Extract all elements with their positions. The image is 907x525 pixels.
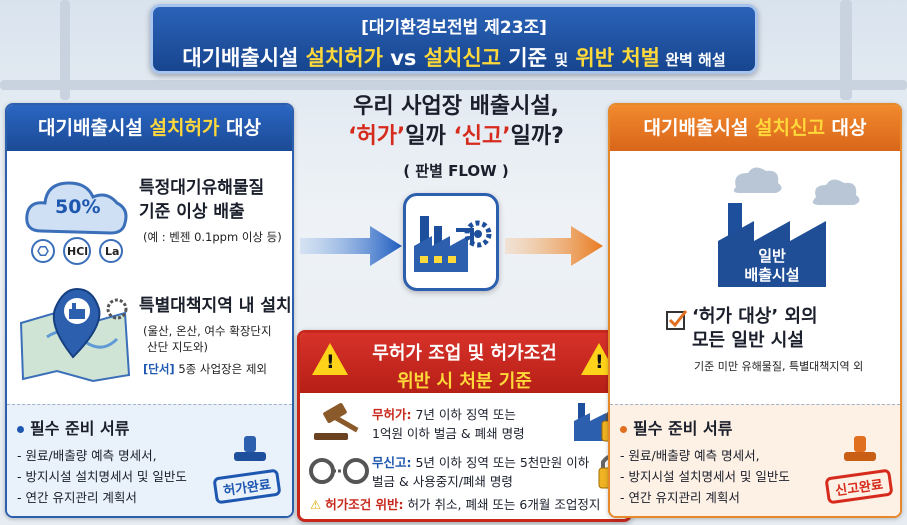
cloud-percent: 50% (55, 196, 101, 218)
page-header: [대기환경보전법 제23조] 대기배출시설 설치허가 vs 설치신고 기준 및 … (150, 4, 758, 74)
background-pipe (60, 0, 70, 100)
item1-title-line2: 기준 이상 배출 (139, 202, 245, 222)
checkbox-checked-icon (666, 310, 688, 330)
report-doc-item: - 연간 유지관리 계획서 (620, 490, 740, 505)
item2-title: 특별대책지역 내 설치 (139, 296, 292, 316)
permit-panel-title: 대기배출시설 설치허가 대상 (7, 105, 292, 151)
item2-line1: (울산, 온산, 여수 확장단지 (143, 324, 272, 338)
arrow-right-blue-icon (300, 226, 402, 266)
report-required-docs: 필수 준비 서류 - 원료/배출량 예측 명세서, - 방지시설 설치명세서 및… (610, 404, 900, 516)
report-target-line1: ‘허가 대상’ 외의 (692, 306, 818, 327)
arrow-right-orange-icon (505, 226, 603, 266)
penalty-unlicensed: 무허가: 7년 이하 징역 또는 1억원 이하 벌금 & 폐쇄 명령 (372, 407, 525, 441)
factory-label: 일반 배출시설 (744, 247, 800, 284)
report-target-line2: 모든 일반 시설 (692, 330, 804, 351)
factory-gear-icon (414, 216, 492, 272)
toxic-cloud-icon (25, 181, 128, 265)
header-law-ref: [대기환경보전법 제23조] (361, 18, 547, 38)
permit-panel: 대기배출시설 설치허가 대상 50% HCl La 특정대기유해물질 기준 이상… (5, 103, 294, 518)
warning-title: 무허가 조업 및 허가조건 (372, 343, 557, 364)
chem-hcl: HCl (67, 245, 89, 258)
report-panel-title: 대기배출시설 설치신고 대상 (610, 105, 900, 151)
warning-subtitle: 위반 시 처분 기준 (397, 371, 532, 392)
item2-line2: 산단 지도와) (147, 340, 209, 354)
report-target-note: 기준 미만 유해물질, 특별대책지역 외 (694, 360, 864, 373)
warning-small-icon: ⚠ (310, 497, 322, 512)
chem-la: La (105, 245, 120, 258)
item2-exception: [단서] 5종 사업장은 제외 (143, 362, 268, 376)
penalty-warning-box: ! ! 무허가 조업 및 허가조건 위반 시 처분 기준 무허가: 7년 이하 … (297, 330, 632, 522)
bullet-dot (620, 426, 627, 433)
report-doc-item: - 원료/배출량 예측 명세서, (620, 448, 760, 463)
permit-doc-item: - 방지시설 설치명세서 및 일반도 (17, 469, 187, 484)
handcuffs-icon (309, 458, 369, 484)
permit-required-docs: 필수 준비 서류 - 원료/배출량 예측 명세서, - 방지시설 설치명세서 및… (7, 404, 292, 516)
penalty-condition-violation: ⚠ 허가조건 위반: 허가 취소, 폐쇄 또는 6개월 조업정지 (310, 497, 601, 512)
permit-doc-item: - 원료/배출량 예측 명세서, (17, 448, 157, 463)
report-docs-title: 필수 준비 서류 (620, 415, 890, 439)
gavel-icon (314, 403, 359, 440)
report-panel: 대기배출시설 설치신고 대상 일반 배출시설 ‘허가 대상’ 외의 모든 일반 … (608, 103, 902, 518)
center-question: 우리 사업장 배출시설, ‘허가’일까 ‘신고’일까? (348, 94, 564, 149)
factory-cloud-icon (718, 167, 860, 287)
permit-docs-title: 필수 준비 서류 (17, 415, 282, 439)
report-doc-item: - 방지시설 설치명세서 및 일반도 (620, 469, 790, 484)
penalty-unreported: 무신고: 5년 이하 징역 또는 5천만원 이하 벌금 & 사용중지/폐쇄 명령 (372, 455, 590, 489)
bullet-dot (17, 426, 24, 433)
background-pipe (840, 0, 852, 100)
header-title: 대기배출시설 설치허가 vs 설치신고 기준 및 위반 처벌 완벽 해설 (182, 46, 726, 70)
flow-label: ( 판별 FLOW ) (403, 162, 509, 180)
flow-factory-box (403, 193, 499, 291)
stamp-icon (234, 436, 266, 461)
background-pipe (0, 80, 907, 90)
map-pin-icon (19, 287, 131, 383)
stamp-icon (844, 436, 876, 461)
warning-header: ! ! 무허가 조업 및 허가조건 위반 시 처분 기준 (300, 333, 629, 393)
item1-note: (예 : 벤젠 0.1ppm 이상 등) (143, 230, 282, 244)
item1-title-line1: 특정대기유해물질 (139, 178, 265, 198)
permit-doc-item: - 연간 유지관리 계획서 (17, 490, 137, 505)
warning-triangle-icon: ! (312, 343, 348, 375)
